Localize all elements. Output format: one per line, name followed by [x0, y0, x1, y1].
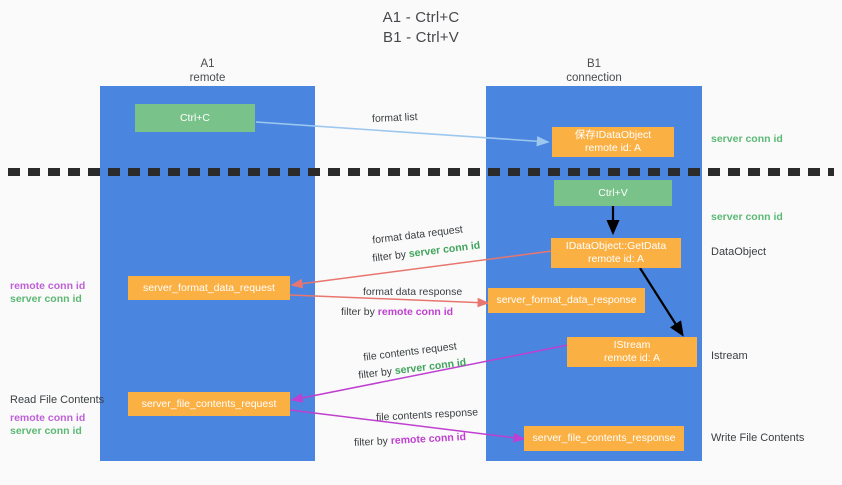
node-server-file-contents-request-label: server_file_contents_request	[141, 397, 277, 410]
edge-label-file-contents-response: file contents response	[376, 405, 479, 424]
annotation-remote-conn-id-2: remote conn id	[10, 412, 86, 424]
node-ctrl-v-label: Ctrl+V	[598, 186, 628, 199]
edge-label-format-list-text: format list	[371, 111, 418, 125]
annotation-server-conn-id-top: server conn id	[711, 133, 783, 145]
column-a1-name: A1	[200, 58, 215, 70]
node-ctrl-v[interactable]: Ctrl+V	[554, 180, 672, 206]
node-server-file-contents-response-label: server_file_contents_response	[532, 432, 676, 444]
node-istream[interactable]: IStream remote id: A	[567, 337, 697, 367]
edge-label-format-data-response: format data response	[363, 285, 462, 299]
column-header-b1: B1 connection	[486, 57, 702, 85]
node-server-format-data-response-label: server_format_data_response	[496, 294, 637, 306]
node-server-file-contents-request[interactable]: server_file_contents_request	[128, 392, 290, 416]
annotation-server-conn-id-1: server conn id	[10, 293, 82, 305]
filter-prefix: filter by	[341, 306, 378, 318]
edge-label-file-contents-response-text: file contents response	[375, 406, 479, 424]
title-line-2: B1 - Ctrl+V	[383, 29, 459, 46]
title-line-1: A1 - Ctrl+C	[382, 9, 460, 26]
filter-value-remote-conn-id: remote conn id	[377, 306, 454, 318]
node-ctrl-c-label: Ctrl+C	[179, 111, 211, 124]
node-getdata-line2: remote id: A	[587, 253, 645, 265]
node-idataobject-getdata[interactable]: IDataObject::GetData remote id: A	[551, 238, 681, 268]
edge-label-file-contents-response-filter: filter by remote conn id	[354, 430, 467, 450]
edge-label-format-list: format list	[372, 110, 418, 126]
column-header-a1: A1 remote	[100, 57, 315, 85]
phase-divider	[8, 168, 834, 176]
node-getdata-line1: IDataObject::GetData	[565, 240, 667, 252]
filter-prefix: filter by	[371, 248, 410, 265]
node-ctrl-c[interactable]: Ctrl+C	[135, 104, 255, 132]
diagram-title: A1 - Ctrl+C B1 - Ctrl+V	[0, 8, 842, 48]
node-save-idataobject[interactable]: 保存IDataObject remote id: A	[552, 127, 674, 157]
annotation-read-file-contents: Read File Contents	[10, 394, 105, 406]
filter-prefix: filter by	[353, 435, 392, 449]
node-istream-line1: IStream	[613, 339, 651, 351]
annotation-istream: Istream	[711, 350, 748, 362]
annotation-dataobject: DataObject	[711, 246, 767, 258]
edge-label-format-data-response-filter: filter by remote conn id	[341, 305, 453, 319]
annotation-server-conn-id-2: server conn id	[10, 425, 82, 437]
node-server-file-contents-response[interactable]: server_file_contents_response	[524, 426, 684, 451]
filter-value-remote-conn-id: remote conn id	[390, 431, 467, 447]
column-b1-sub: connection	[566, 72, 622, 84]
node-server-format-data-response[interactable]: server_format_data_response	[488, 288, 645, 313]
annotation-write-file-contents: Write File Contents	[711, 432, 805, 444]
node-server-format-data-request-label: server_format_data_request	[143, 281, 275, 294]
column-a1-sub: remote	[189, 72, 226, 84]
edge-label-format-data-response-text: format data response	[363, 286, 463, 298]
node-server-format-data-request[interactable]: server_format_data_request	[128, 276, 290, 300]
node-save-idataobject-line2: remote id: A	[584, 142, 642, 154]
filter-value-server-conn-id: server conn id	[408, 239, 481, 261]
node-istream-line2: remote id: A	[603, 352, 661, 364]
annotation-server-conn-id-mid: server conn id	[711, 211, 783, 223]
node-save-idataobject-line1: 保存IDataObject	[574, 129, 652, 141]
column-b1-name: B1	[586, 58, 602, 70]
filter-prefix: filter by	[357, 365, 396, 382]
annotation-remote-conn-id-1: remote conn id	[10, 280, 86, 292]
